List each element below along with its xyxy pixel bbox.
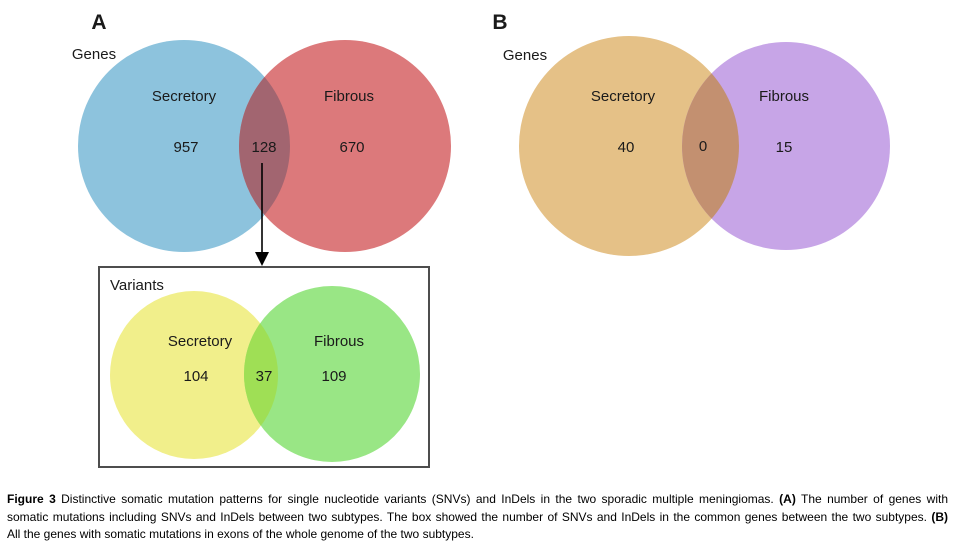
venn-b-secretory-label: Secretory bbox=[591, 88, 656, 105]
venn-variants-secretory-value: 104 bbox=[183, 368, 208, 385]
venn-b-overlap-value: 0 bbox=[699, 138, 707, 155]
venn-a-secretory-label: Secretory bbox=[152, 88, 217, 105]
venn-a-fibrous-label: Fibrous bbox=[324, 88, 374, 105]
venn-variants-overlap-value: 37 bbox=[256, 368, 273, 385]
venn-b-fibrous-circle bbox=[682, 42, 890, 250]
figure-3-diagram: A Genes Secretory Fibrous 957 128 670 Va… bbox=[72, 11, 890, 468]
arrow-head-icon bbox=[255, 252, 269, 266]
caption-figure-number: Figure 3 bbox=[7, 492, 56, 506]
caption-panel-a-ref: (A) bbox=[779, 492, 796, 506]
caption-panel-b-ref: (B) bbox=[931, 509, 948, 524]
venn-a-fibrous-value: 670 bbox=[339, 139, 364, 156]
venn-b-secretory-circle bbox=[519, 36, 739, 256]
figure-caption: Figure 3 Distinctive somatic mutation pa… bbox=[7, 491, 948, 544]
venn-variants-fibrous-circle bbox=[244, 286, 420, 462]
venn-b-fibrous-label: Fibrous bbox=[759, 88, 809, 105]
venn-variants-secretory-label: Secretory bbox=[168, 333, 233, 350]
venn-variants-fibrous-value: 109 bbox=[321, 368, 346, 385]
venn-variants-fibrous-label: Fibrous bbox=[314, 333, 364, 350]
panel-b-genes-title: Genes bbox=[503, 47, 547, 64]
caption-line-2: somatic mutations including SNVs and InD… bbox=[7, 509, 948, 524]
venn-a-secretory-circle bbox=[78, 40, 290, 252]
panel-a-label: A bbox=[91, 11, 106, 34]
panel-b-label: B bbox=[492, 11, 507, 34]
panel-a-genes-title: Genes bbox=[72, 46, 116, 63]
venn-b-fibrous-value: 15 bbox=[776, 139, 793, 156]
venn-a-overlap-value: 128 bbox=[251, 139, 276, 156]
caption-line-3: All the genes with somatic mutations in … bbox=[7, 527, 474, 541]
venn-a-fibrous-circle bbox=[239, 40, 451, 252]
variants-box bbox=[98, 266, 430, 468]
variants-title: Variants bbox=[110, 277, 164, 294]
caption-line-1: Figure 3 Distinctive somatic mutation pa… bbox=[7, 492, 948, 506]
venn-a-secretory-value: 957 bbox=[173, 139, 198, 156]
venn-b-secretory-value: 40 bbox=[618, 139, 635, 156]
venn-variants-secretory-circle bbox=[110, 291, 278, 459]
